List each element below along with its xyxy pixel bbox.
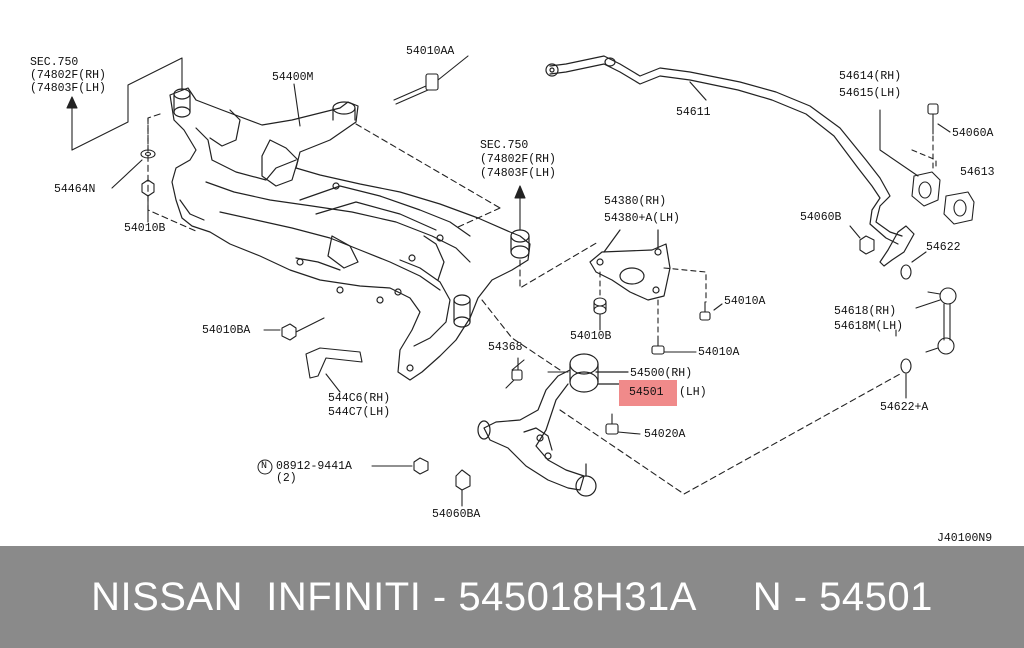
bolt-54020A	[605, 413, 641, 435]
label-54500: 54500(RH)	[630, 367, 693, 380]
label-54060B: 54060B	[800, 211, 842, 224]
diagram-drawing	[66, 55, 975, 507]
bracket-54380	[589, 229, 671, 301]
label-544C7: 544C7(LH)	[328, 406, 391, 419]
footer-part-number: NISSAN INFINITI - 545018H31A N - 54501	[91, 574, 933, 619]
nut-54060B	[849, 225, 875, 255]
label-54010A-2: 54010A	[698, 346, 740, 359]
bolt-54010BA	[263, 317, 325, 341]
label-54380A: 54380+A(LH)	[604, 212, 680, 225]
label-sec750-mid-rh: (74802F(RH)	[480, 153, 556, 166]
label-544C6: 544C6(RH)	[328, 392, 391, 405]
label-54060A: 54060A	[952, 127, 994, 140]
leader-lines	[293, 83, 569, 373]
label-08912-n: N	[261, 461, 268, 472]
label-sec750-left: SEC.750	[30, 56, 79, 69]
bolt-54368	[505, 357, 523, 389]
highlight-54501	[619, 380, 677, 406]
n-marker-circle	[257, 459, 273, 475]
label-sec750-left-lh: (74803F(LH)	[30, 82, 106, 95]
label-54010BA: 54010BA	[202, 324, 251, 337]
label-54501-lh: (LH)	[679, 386, 707, 399]
label-54614: 54614(RH)	[839, 70, 902, 83]
sec750-bracket-left	[66, 57, 183, 151]
label-54060BA: 54060BA	[432, 508, 481, 521]
label-54615: 54615(LH)	[839, 87, 902, 100]
dashed-bolt-54060A	[911, 135, 937, 171]
label-08912: 08912-9441A	[276, 460, 352, 473]
washer-54622A	[900, 358, 912, 399]
label-54380: 54380(RH)	[604, 195, 667, 208]
diagram-id: J40100N9	[937, 532, 993, 545]
bolt-54010A-1	[699, 301, 723, 321]
label-54618M: 54618M(LH)	[834, 320, 904, 333]
label-54368: 54368	[488, 341, 523, 354]
sec750-arrow-mid	[514, 185, 526, 231]
parts-diagram: SEC.750 (74802F(RH) (74803F(LH) 54010AA …	[30, 45, 995, 545]
transverse-link-54501	[477, 353, 629, 497]
washer-54622	[900, 251, 927, 280]
label-54622A: 54622+A	[880, 401, 929, 414]
stabilizer-bar-54611	[545, 55, 915, 267]
label-54010AA: 54010AA	[406, 45, 455, 58]
label-54501: 54501	[629, 386, 664, 399]
bolt-54060A	[927, 103, 951, 135]
nut-08912	[371, 457, 429, 475]
label-54400M: 54400M	[272, 71, 314, 84]
label-08912-qty: (2)	[276, 472, 297, 485]
label-54464N: 54464N	[54, 183, 96, 196]
bracket-544C6	[305, 347, 363, 393]
dashed-left	[147, 113, 199, 233]
label-54618: 54618(RH)	[834, 305, 897, 318]
label-54020A: 54020A	[644, 428, 686, 441]
suspension-member	[169, 87, 531, 381]
label-54613: 54613	[960, 166, 995, 179]
footer-banner: NISSAN INFINITI - 545018H31A N - 54501	[0, 546, 1024, 648]
stabilizer-link-54618	[915, 287, 957, 355]
label-54010B-left: 54010B	[124, 222, 166, 235]
label-54611: 54611	[676, 106, 711, 119]
bushing-54614	[879, 109, 941, 207]
label-54010A-1: 54010A	[724, 295, 766, 308]
bolt-54010AA	[393, 55, 469, 105]
nut-54010B-mid	[593, 297, 607, 331]
bolt-54010A-2	[651, 335, 697, 355]
dashed-frame	[355, 123, 901, 495]
dashed-bracket-54380	[599, 267, 707, 335]
label-54010B-mid: 54010B	[570, 330, 612, 343]
label-54622: 54622	[926, 241, 961, 254]
label-sec750-mid: SEC.750	[480, 139, 529, 152]
label-sec750-mid-lh: (74803F(LH)	[480, 167, 556, 180]
label-sec750-left-rh: (74802F(RH)	[30, 69, 106, 82]
bolt-54060BA	[455, 469, 471, 507]
bushing-54613	[943, 191, 975, 225]
